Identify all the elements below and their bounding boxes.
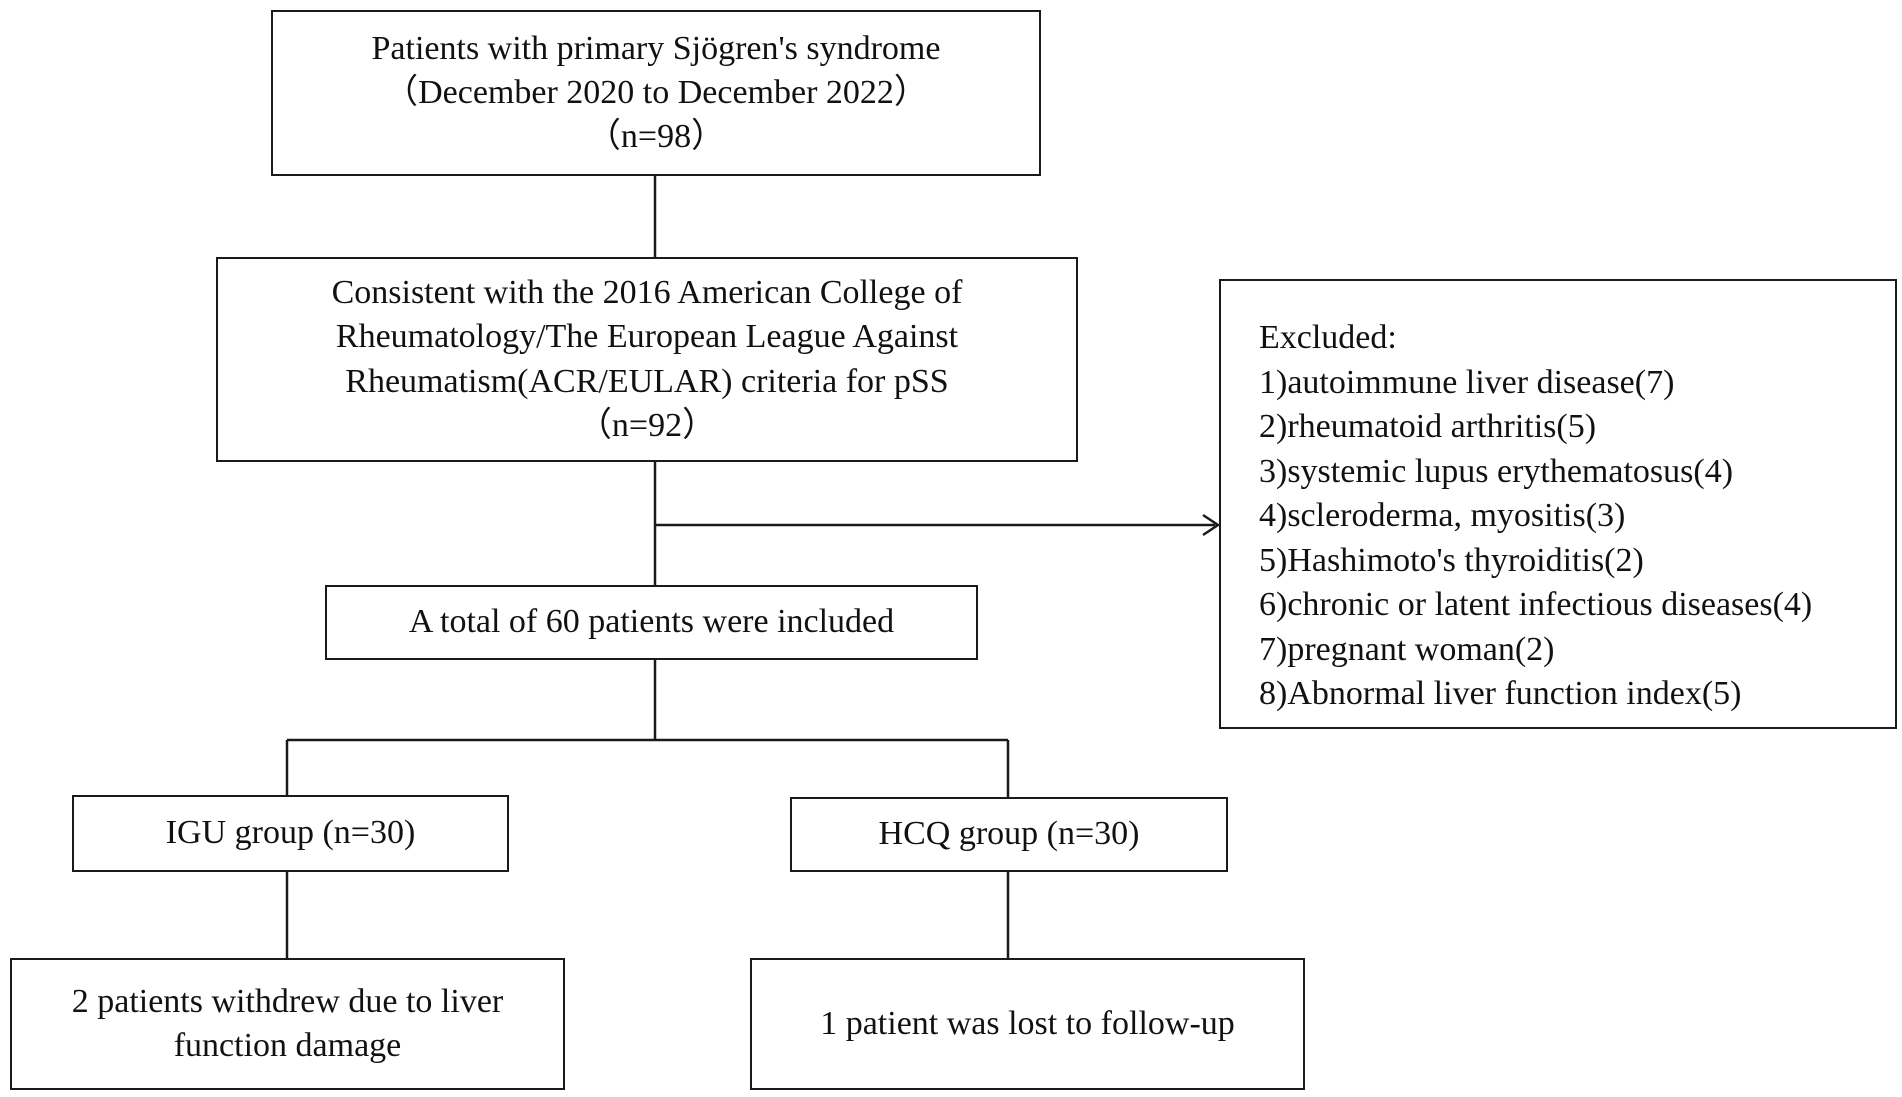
included-box: A total of 60 patients were included — [325, 585, 978, 660]
excluded-item: 2)rheumatoid arthritis(5) — [1259, 408, 1597, 445]
igu-line-1: IGU group (n=30) — [165, 814, 416, 852]
excluded-item: 3)systemic lupus erythematosus(4) — [1259, 452, 1734, 490]
source-line-3: （n=98） — [586, 118, 726, 156]
hcq-line-1: HCQ group (n=30) — [878, 815, 1140, 853]
excluded-item: 7)pregnant woman(2) — [1259, 630, 1555, 668]
igu-withdrawn-line-1: 2 patients withdrew due to liver — [71, 982, 504, 1020]
criteria-line-1: Consistent with the 2016 American Colleg… — [331, 274, 963, 312]
hcq-lost-line-1: 1 patient was lost to follow-up — [820, 1004, 1235, 1042]
source-population-box: Patients with primary Sjögren's syndrome… — [271, 10, 1041, 176]
criteria-box: Consistent with the 2016 American Colleg… — [216, 257, 1078, 462]
excluded-item: 4)scleroderma, myositis(3) — [1259, 497, 1626, 534]
criteria-line-4: （n=92） — [577, 406, 717, 444]
criteria-line-2: Rheumatology/The European League Against — [335, 318, 959, 356]
hcq-lost-box: 1 patient was lost to follow-up — [750, 958, 1305, 1090]
excluded-item: 6)chronic or latent infectious diseases(… — [1259, 586, 1813, 623]
criteria-line-3: Rheumatism(ACR/EULAR) criteria for pSS — [345, 362, 949, 400]
source-line-2: （December 2020 to December 2022） — [384, 73, 928, 111]
arrowhead-icon — [1202, 513, 1221, 537]
hcq-group-box: HCQ group (n=30) — [790, 797, 1228, 872]
excluded-box: Excluded: 1)autoimmune liver disease(7) … — [1219, 279, 1897, 729]
igu-group-box: IGU group (n=30) — [72, 795, 509, 872]
source-line-1: Patients with primary Sjögren's syndrome — [371, 29, 941, 67]
excluded-item: 8)Abnormal liver function index(5) — [1259, 675, 1742, 712]
excluded-item: 5)Hashimoto's thyroiditis(2) — [1259, 541, 1644, 579]
igu-withdrawn-box: 2 patients withdrew due to liver functio… — [10, 958, 565, 1090]
excluded-heading: Excluded: — [1259, 319, 1397, 356]
igu-withdrawn-line-2: function damage — [173, 1027, 402, 1064]
excluded-item: 1)autoimmune liver disease(7) — [1259, 363, 1675, 401]
included-line-1: A total of 60 patients were included — [408, 603, 895, 641]
